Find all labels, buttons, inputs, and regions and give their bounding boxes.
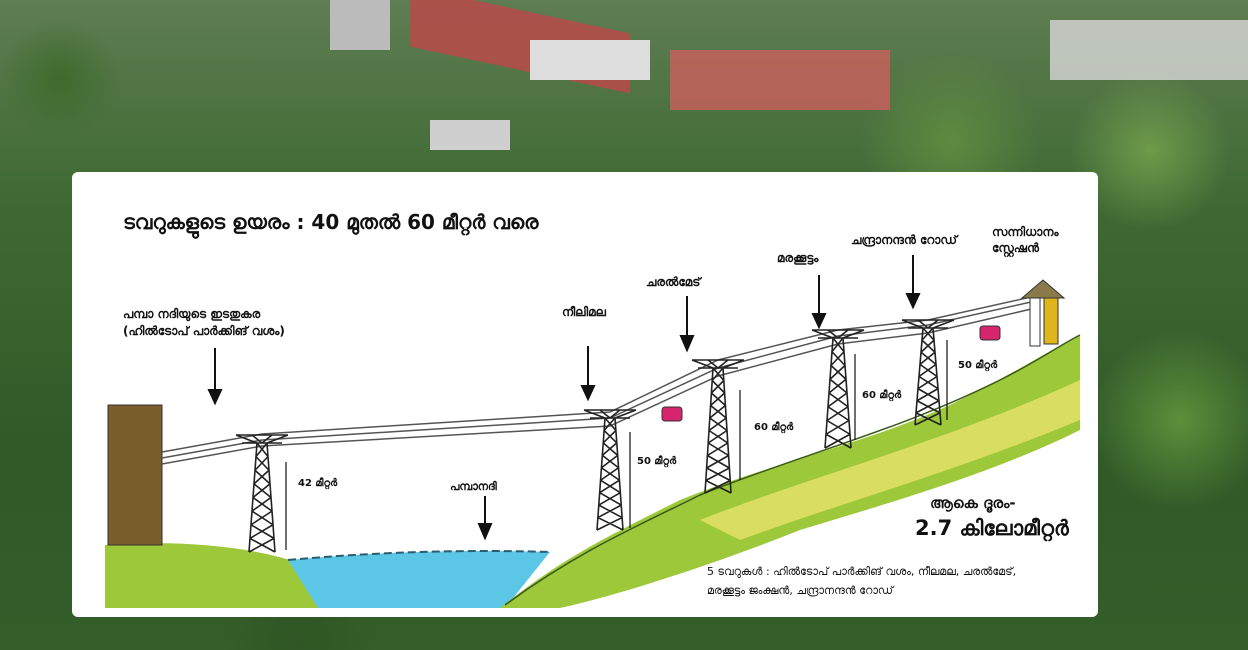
label-station: സ്റ്റേഷൻ <box>992 241 1040 258</box>
height-markers <box>285 340 948 550</box>
total-distance-label: ആകെ ദൂരം- <box>930 494 1016 514</box>
label-charalmedu: ചരൽമേട് <box>646 275 702 289</box>
towers-note: 5 ടവറുകൾ : ഹിൽടോപ് പാർക്കിങ് വശം, നീലമല,… <box>707 565 1016 578</box>
label-pampa-left-bank: പമ്പാ നദിയുടെ ഇടതുകര <box>123 307 261 323</box>
tower <box>691 359 745 494</box>
river-water <box>288 551 550 608</box>
label-chandranandan-road: ചന്ദ്രാനന്ദൻ റോഡ് <box>851 233 959 248</box>
towers-note: മരക്കൂട്ടം ജംക്ഷൻ, ചന്ദ്രാനന്ദൻ റോഡ് <box>707 584 895 597</box>
height-label: 60 മീറ്റർ <box>862 388 902 402</box>
tower <box>901 319 955 426</box>
label-neelimala: നീലിമല <box>562 305 607 319</box>
height-label: 60 മീറ്റർ <box>754 420 794 434</box>
cable-car-cabin <box>661 406 683 422</box>
tower <box>811 329 865 449</box>
cable-car-cabin <box>979 325 1001 341</box>
sannidhanam-station-icon <box>1020 279 1066 347</box>
height-label: 50 മീറ്റർ <box>958 358 998 372</box>
base-station-wall <box>107 404 163 546</box>
background-buildings-right <box>1050 20 1248 80</box>
label-river: പമ്പാനദി <box>450 480 497 493</box>
location-arrows <box>207 255 921 541</box>
total-distance-value: 2.7 കിലോമീറ്റർ <box>915 516 1070 542</box>
height-label: 50 മീറ്റർ <box>637 454 677 468</box>
title: ടവറുകളുടെ ഉയരം : 40 മുതൽ 60 മീറ്റർ വരെ <box>123 210 539 239</box>
label-sannidhanam: സന്നിധാനം <box>992 225 1059 239</box>
background-temple-buildings <box>330 0 910 150</box>
height-label: 42 മീറ്റർ <box>298 476 338 490</box>
label-pampa-left-bank-sub: (ഹിൽടോപ് പാർക്കിങ് വശം) <box>123 324 285 338</box>
label-marakkoottam: മരക്കൂട്ടം <box>777 251 819 266</box>
hill-slope <box>500 335 1080 608</box>
tower <box>583 409 637 531</box>
left-bank <box>105 543 320 608</box>
tower <box>235 434 289 553</box>
